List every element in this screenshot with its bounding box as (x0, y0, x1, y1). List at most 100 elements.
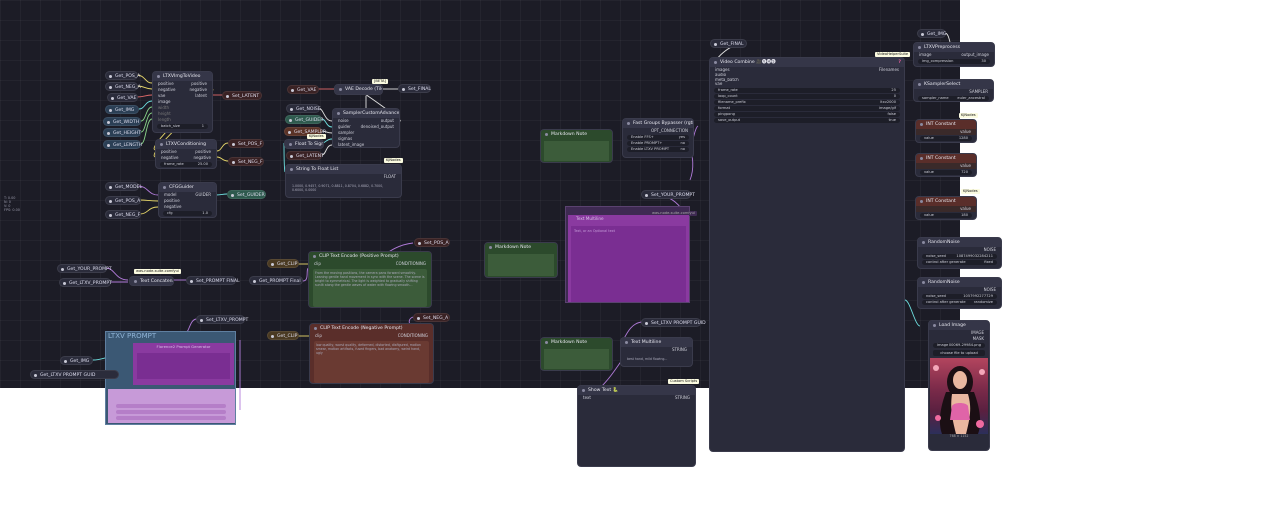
markdown-note-node[interactable]: Markdown Note (484, 242, 558, 278)
negative-prompt-text[interactable]: low quality, worst quality, deformed, di… (314, 341, 429, 383)
florence-prompt-node[interactable]: Florence2 Prompt Generator (133, 343, 234, 385)
preview-area[interactable] (108, 389, 235, 423)
float-list-text[interactable]: 1.0000, 0.9457, 0.9071, 0.8811, 0.8704, … (292, 184, 384, 192)
input-row[interactable]: meta_batch (710, 78, 904, 83)
string-to-float-list-node[interactable]: String To Float List FLOAT 1.0000, 0.945… (285, 164, 402, 198)
text-multiline-area[interactable]: Text, or an Optional text (571, 226, 686, 302)
output-row[interactable]: OPT_CONNECTION (623, 128, 693, 134)
get-guider-node[interactable]: Get_GUIDER (285, 115, 323, 124)
output-row[interactable]: MASK (929, 336, 989, 342)
input-row[interactable]: audio (710, 73, 904, 78)
input-row[interactable]: positive (159, 198, 216, 204)
get-final-node[interactable]: Get_FINAL (710, 39, 747, 48)
set-guider-node[interactable]: Set_GUIDER (227, 190, 266, 199)
vae-decode-tiled-node[interactable]: VAE Decode (Tiled) (334, 84, 383, 95)
prompt-group[interactable]: was-node-suite-comfyui Text Multiline Te… (565, 206, 697, 303)
set-prompt-final-node[interactable]: Set_PROMPT FINAL (186, 276, 240, 285)
output-row[interactable]: SAMPLER (914, 89, 993, 95)
get-vae-node[interactable]: Get_VAE (107, 93, 138, 102)
positive-prompt-text[interactable]: From the moving positions, the camera pa… (313, 269, 427, 307)
input-row[interactable]: latent_image (333, 142, 399, 147)
get-vae-node-2[interactable]: Get_VAE (287, 85, 319, 94)
set-neg-f-node[interactable]: Set_NEG_F (228, 157, 264, 166)
output-row[interactable]: STRING (621, 347, 692, 353)
set-latent-node[interactable]: Set_LATENT (222, 91, 262, 100)
note-body[interactable] (544, 349, 609, 369)
get-ltxv-prompt-node[interactable]: Get_LTXV_PROMPT (59, 278, 112, 287)
set-pos-f-node[interactable]: Set_POS_F (228, 139, 264, 148)
set-ltxv-prompt-node[interactable]: Set_LTXV_PROMPT (196, 315, 248, 324)
get-img-node-2[interactable]: Get_IMG (60, 356, 93, 365)
output-row[interactable]: value (916, 163, 976, 169)
output-row[interactable]: NOISE (918, 287, 1001, 293)
output-row[interactable]: NOISE (918, 247, 1001, 253)
get-neg-f-node[interactable]: Get_NEG_F (105, 210, 141, 219)
fast-groups-bypasser-node[interactable]: Fast Groups Bypasser (rgthree) OPT_CONNE… (622, 118, 694, 158)
get-neg-a-node[interactable]: Get_NEG_A (105, 82, 141, 91)
toggle-prompt[interactable]: Enable PROMPT+no (627, 141, 689, 146)
output-row[interactable]: value (916, 129, 976, 135)
input-row[interactable]: negative (159, 204, 216, 210)
set-your-prompt-node[interactable]: Set_YOUR_PROMPT (641, 190, 695, 199)
input-row[interactable]: width (153, 105, 212, 111)
help-icon[interactable]: ? (898, 60, 901, 65)
get-sampler-node[interactable]: Get_SAMPLER (284, 127, 326, 136)
get-pos-a-node[interactable]: Get_POS_A (105, 71, 140, 80)
upload-button[interactable]: choose file to upload (933, 350, 985, 356)
get-width-node[interactable]: Get_WIDTH (103, 117, 141, 126)
note-body[interactable] (488, 254, 554, 276)
set-neg-a-node[interactable]: Set_NEG_A (413, 313, 450, 322)
get-clip-node[interactable]: Get_CLIP (267, 259, 299, 268)
set-ltxv-prompt-guid-node[interactable]: Set_LTXV PROMPT GUID (641, 318, 706, 327)
input-row[interactable]: sampler (333, 130, 399, 136)
get-img-node-top[interactable]: Get_IMG (917, 29, 946, 38)
toggle-ffs[interactable]: Enable FFS+yes (627, 135, 689, 140)
set-pos-a-node[interactable]: Set_POS_A (414, 238, 450, 247)
output-row[interactable]: value (916, 206, 976, 212)
input-row[interactable]: sigmas (333, 136, 399, 142)
get-your-prompt-node[interactable]: Get_YOUR_PROMPT (57, 264, 112, 273)
markdown-note-node[interactable]: Markdown Note (540, 337, 613, 371)
get-latent-node[interactable]: Get_LATENT (286, 151, 324, 160)
